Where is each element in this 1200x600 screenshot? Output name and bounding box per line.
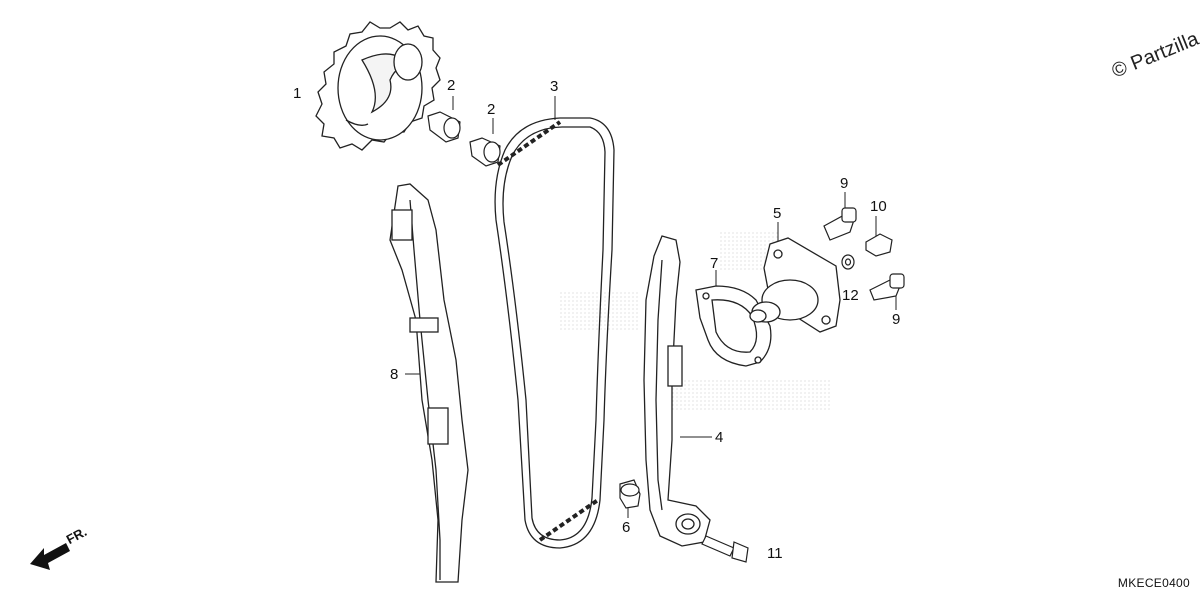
callout-9b: 9 <box>892 311 901 328</box>
tensioner-arm <box>643 235 711 547</box>
tensioner-bolt-upper <box>823 207 857 241</box>
callout-3: 3 <box>550 78 559 95</box>
drawing-code: MKECE0400 <box>1117 576 1190 590</box>
callout-11: 11 <box>767 545 783 562</box>
callout-8: 8 <box>390 366 399 383</box>
callout-10: 10 <box>870 198 887 215</box>
callout-4: 4 <box>715 429 724 446</box>
cam-chain-guide <box>389 183 469 583</box>
callout-9a: 9 <box>840 175 849 192</box>
pivot-bolt <box>619 479 641 509</box>
callout-12: 12 <box>842 287 859 304</box>
callout-2a: 2 <box>447 77 456 94</box>
sealing-washer <box>841 254 855 270</box>
callout-2b: 2 <box>487 101 496 118</box>
tensioner-lifter <box>749 237 841 333</box>
cam-chain <box>494 117 615 549</box>
front-direction-arrow <box>30 543 70 570</box>
sealing-bolt <box>865 233 893 257</box>
callout-1: 1 <box>293 85 302 102</box>
sprocket-bolt-a <box>427 111 461 143</box>
cam-sprocket <box>315 21 441 151</box>
tensioner-bolt-lower <box>869 273 905 301</box>
callout-5: 5 <box>773 205 782 222</box>
tensioner-gasket <box>695 285 772 367</box>
guide-bolt <box>701 535 749 563</box>
callout-7: 7 <box>710 255 719 272</box>
callout-6: 6 <box>622 519 631 536</box>
sprocket-bolt-b <box>469 137 501 167</box>
